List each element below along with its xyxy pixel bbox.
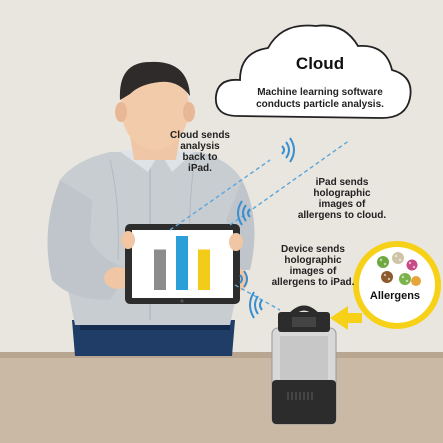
cloud-sends-label: Cloud sends analysis back to iPad.: [169, 130, 230, 174]
wifi-icon-cloud: [281, 137, 295, 163]
cloud-description: Machine learning software conducts parti…: [256, 87, 384, 110]
wifi-icon-device: [249, 291, 263, 319]
tablet-device: [121, 224, 243, 304]
cloud-shape: [215, 24, 412, 119]
allergen-particle-orange: [411, 276, 421, 286]
tablet-bar-chart: [154, 236, 210, 290]
allergen-particle-green: [377, 256, 389, 268]
cloud-to-ipad-line: [169, 159, 271, 231]
device-to-ipad-line: [234, 284, 281, 311]
transmission-lines: [169, 139, 351, 311]
ipad-to-cloud-line: [229, 139, 351, 226]
ipad-sends-label: iPad sends holographic images of allerge…: [297, 177, 387, 221]
allergen-particle-lightgreen: [399, 273, 411, 285]
allergens-badge: [353, 241, 441, 329]
allergen-particle-brown: [381, 271, 393, 283]
wifi-icon-tablet-right: [239, 270, 248, 288]
device-sends-label: Device sends holographic images of aller…: [271, 244, 355, 288]
wifi-icon-ipad: [237, 200, 251, 226]
tablet-bar: [154, 249, 166, 290]
allergen-sensor-device: [271, 305, 337, 425]
tablet-bar: [176, 236, 188, 290]
allergen-particle-pink: [406, 259, 418, 271]
allergens-label: Allergens: [369, 290, 421, 302]
cloud-title: Cloud: [295, 54, 345, 73]
allergen-particle-beige: [392, 252, 404, 264]
table-surface: [0, 356, 443, 443]
tablet-bar: [198, 249, 210, 290]
allergen-arrow: [330, 306, 362, 330]
